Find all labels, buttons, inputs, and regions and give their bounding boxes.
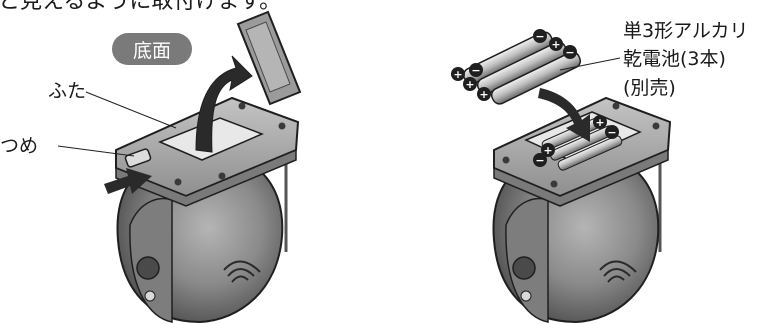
battery-label-line-3: (別売): [623, 77, 676, 99]
plus-glyph: +: [479, 88, 488, 101]
lens: [513, 257, 535, 279]
tab-label: つめ: [0, 135, 38, 157]
lid-label: ふた: [48, 80, 86, 102]
plus-glyph: +: [453, 68, 462, 81]
sensor-light: [145, 291, 155, 301]
minus-glyph: −: [471, 64, 480, 77]
minus-glyph: −: [535, 30, 544, 43]
lid-leader-line: [86, 92, 176, 128]
battery-label-line-2: 乾電池(3本): [623, 48, 726, 70]
plus-glyph: +: [551, 38, 560, 51]
sensor-light: [521, 291, 531, 301]
minus-glyph: −: [535, 154, 544, 167]
right-camera: ++++++ −−−−−: [451, 29, 670, 322]
minus-glyph: −: [565, 46, 574, 59]
minus-glyph: −: [607, 126, 616, 139]
battery-label-line-1: 単3形アルカリ: [623, 20, 748, 42]
plus-glyph: +: [595, 116, 604, 129]
lens: [137, 257, 159, 279]
plus-glyph: +: [465, 78, 474, 91]
bottom-badge: 底面: [112, 33, 192, 65]
